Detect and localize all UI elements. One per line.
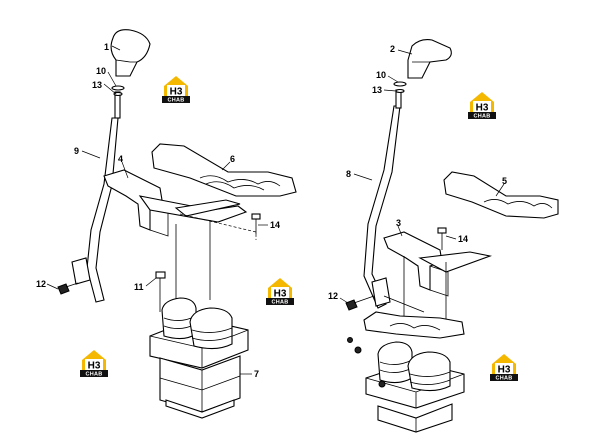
callout-left-9: 9 [74, 146, 79, 156]
lead-12 [46, 283, 59, 290]
lead-1 [111, 45, 121, 51]
right-knob [407, 39, 452, 79]
callout-left-11: 11 [134, 282, 144, 292]
lead-9 [81, 150, 101, 159]
logo-bottom-text: CHAB [85, 372, 102, 378]
callout-left-7: 7 [254, 369, 259, 379]
right-pedal-5 [443, 171, 559, 219]
callout-right-2: 2 [390, 44, 395, 54]
lead-2 [397, 49, 413, 55]
callout-right-8: 8 [346, 169, 351, 179]
right-lower-pedal-tread [389, 323, 441, 331]
right-clamp-plate [371, 277, 391, 307]
right-clip-13 [395, 88, 405, 94]
right-guide-line-3 [383, 295, 425, 313]
left-clip-13 [113, 91, 123, 97]
logo-bottom-text: CHAB [495, 376, 512, 382]
right-bracket-side [429, 265, 449, 297]
logo-bottom-text: CHAB [473, 114, 490, 120]
callout-left-10: 10 [96, 66, 106, 76]
lead-11 [145, 277, 157, 287]
logo-bottom-text: CHAB [167, 98, 184, 104]
left-bolt-12-shank [65, 282, 79, 288]
left-pedal-6 [151, 143, 297, 197]
callout-left-4: 4 [118, 154, 123, 164]
left-bolt-11-head [155, 271, 166, 279]
logo-top-text: H3 [88, 361, 101, 372]
right-pedal-tread [483, 199, 553, 209]
logo-top-text: H3 [274, 289, 287, 300]
logo-top-text: H3 [476, 103, 489, 114]
callout-right-3: 3 [396, 218, 401, 228]
callout-left-14: 14 [270, 220, 280, 230]
left-cable-dashed [179, 213, 257, 240]
lead-4 [121, 161, 129, 179]
logo-bottom-text: CHAB [271, 300, 288, 306]
left-assembly: 1 10 13 9 4 6 14 12 11 7 [36, 29, 297, 419]
lead-3 [397, 225, 403, 237]
logo-top-text: H3 [170, 87, 183, 98]
right-lower-pedal [363, 311, 465, 339]
left-pedal-tread-2 [205, 181, 265, 191]
right-bolt-12-shank [353, 295, 375, 304]
logo-top-text: H3 [498, 365, 511, 376]
left-pedal-tread [199, 175, 281, 187]
callout-right-12: 12 [328, 291, 338, 301]
right-lever-shaft [363, 105, 401, 309]
right-washer-10 [393, 81, 407, 87]
lead-r13 [383, 89, 397, 92]
callout-left-6: 6 [230, 154, 235, 164]
callout-right-14: 14 [458, 234, 468, 244]
lead-10 [107, 71, 117, 87]
left-washer-10 [111, 85, 125, 91]
left-clamp-plate [71, 257, 91, 285]
callout-right-10: 10 [376, 70, 386, 80]
lead-r14 [445, 235, 457, 240]
right-pilot-valve [347, 337, 465, 433]
left-bolt-12 [57, 283, 70, 295]
lead-5 [495, 183, 505, 197]
lead-13 [103, 83, 117, 95]
right-bolt-14-head [437, 227, 447, 234]
right-bolt-12 [345, 299, 358, 311]
callout-right-5: 5 [502, 176, 507, 186]
left-link-plate-2 [174, 199, 241, 217]
left-knob [110, 29, 151, 77]
left-knob-edge [115, 59, 137, 63]
right-link-plate [418, 251, 493, 273]
left-bolt-14-head [251, 213, 261, 220]
lead-r10 [387, 75, 399, 83]
lead-8 [353, 173, 373, 181]
callout-left-12: 12 [36, 279, 46, 289]
left-lever-shaft [86, 117, 119, 303]
callout-left-1: 1 [104, 42, 109, 52]
lead-r12 [339, 297, 349, 304]
right-assembly: 2 10 13 8 5 3 14 12 [328, 39, 559, 433]
callout-left-13: 13 [92, 80, 102, 90]
left-pilot-valve-7 [149, 297, 249, 419]
callout-right-13: 13 [372, 85, 382, 95]
lead-6 [221, 161, 231, 171]
